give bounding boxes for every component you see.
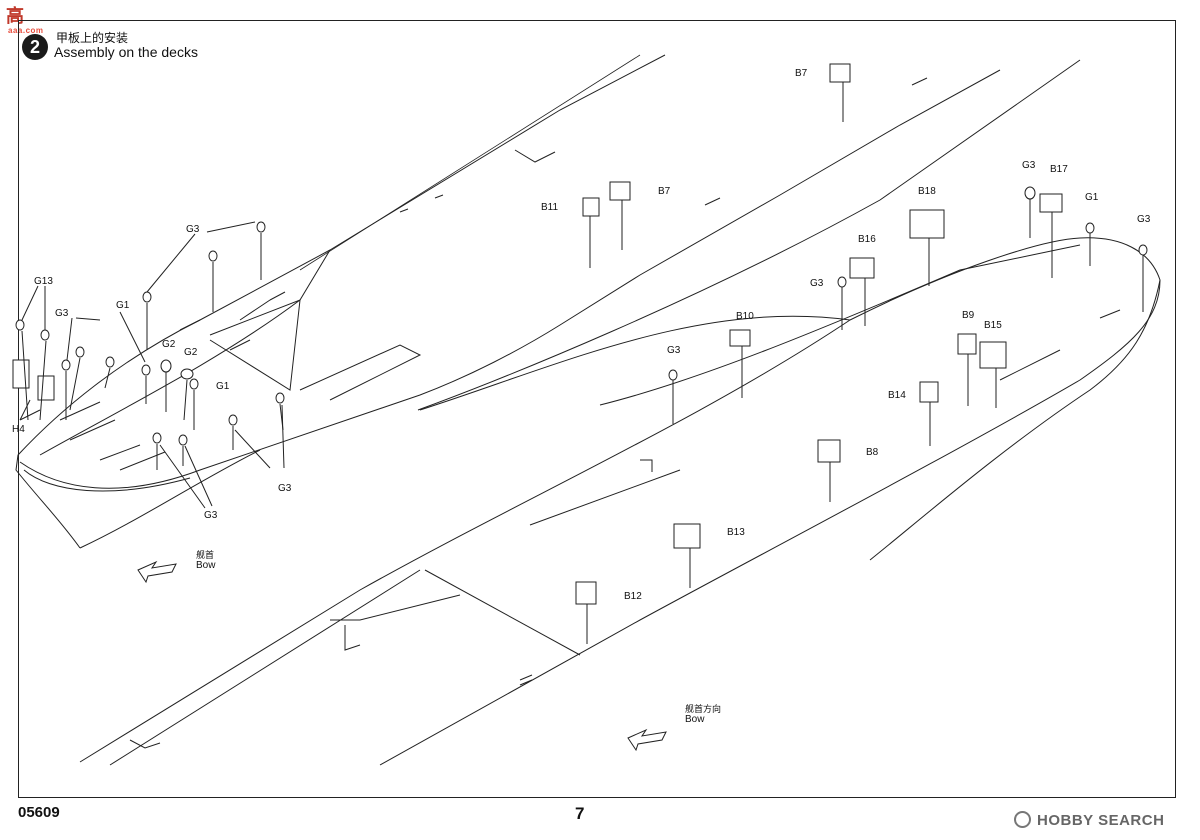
part-label: B7: [658, 186, 671, 197]
fore-hull-drawing: [15, 54, 1081, 549]
part-label: B8: [866, 447, 879, 458]
part-label: B16: [858, 234, 876, 245]
part-label: G3: [186, 224, 200, 235]
part-label: G1: [216, 381, 230, 392]
part-label: G1: [1085, 192, 1099, 203]
bow-arrow-2: [627, 728, 667, 752]
part-label: G3: [667, 345, 681, 356]
aft-hull-drawing: [79, 237, 1161, 766]
part-label: B11: [541, 202, 559, 213]
part-label: G1: [116, 300, 130, 311]
bow-direction-label-cn: 舰首方向: [685, 704, 722, 714]
part-label: B7: [795, 68, 808, 79]
part-label: B14: [888, 390, 906, 401]
bow-label-en: Bow: [196, 560, 216, 571]
part-label: B17: [1050, 164, 1068, 175]
part-label: B13: [727, 527, 745, 538]
part-label: B12: [624, 591, 642, 602]
part-label: B9: [962, 310, 975, 321]
part-icons: [12, 63, 1148, 644]
site-logo-sub: aaa.com: [8, 26, 44, 35]
part-label: G13: [34, 276, 53, 287]
step-number-badge: 2: [22, 34, 48, 60]
part-label: G3: [278, 483, 292, 494]
hobby-search-logo-icon: [1014, 811, 1031, 828]
part-label: G2: [184, 347, 198, 358]
site-logo: 高: [6, 6, 24, 27]
part-label: G3: [810, 278, 824, 289]
product-code: 05609: [18, 804, 60, 821]
page-number: 7: [575, 804, 585, 823]
part-label: B15: [984, 320, 1002, 331]
part-label: G2: [162, 339, 176, 350]
part-label: G3: [204, 510, 218, 521]
step-title-en: Assembly on the decks: [54, 44, 198, 60]
bow-label-cn: 舰首: [196, 550, 215, 560]
part-label: G3: [55, 308, 69, 319]
part-label: G3: [1022, 160, 1036, 171]
page-frame: [18, 20, 1176, 798]
part-label: B18: [918, 186, 936, 197]
bow-arrow-1: [137, 560, 177, 584]
watermark: HOBBY SEARCH: [1037, 812, 1165, 829]
bow-direction-label-en: Bow: [685, 714, 705, 725]
step-title-cn: 甲板上的安装: [56, 31, 129, 45]
part-label: G3: [1137, 214, 1151, 225]
part-label: H4: [12, 424, 25, 435]
part-label: B10: [736, 311, 754, 322]
